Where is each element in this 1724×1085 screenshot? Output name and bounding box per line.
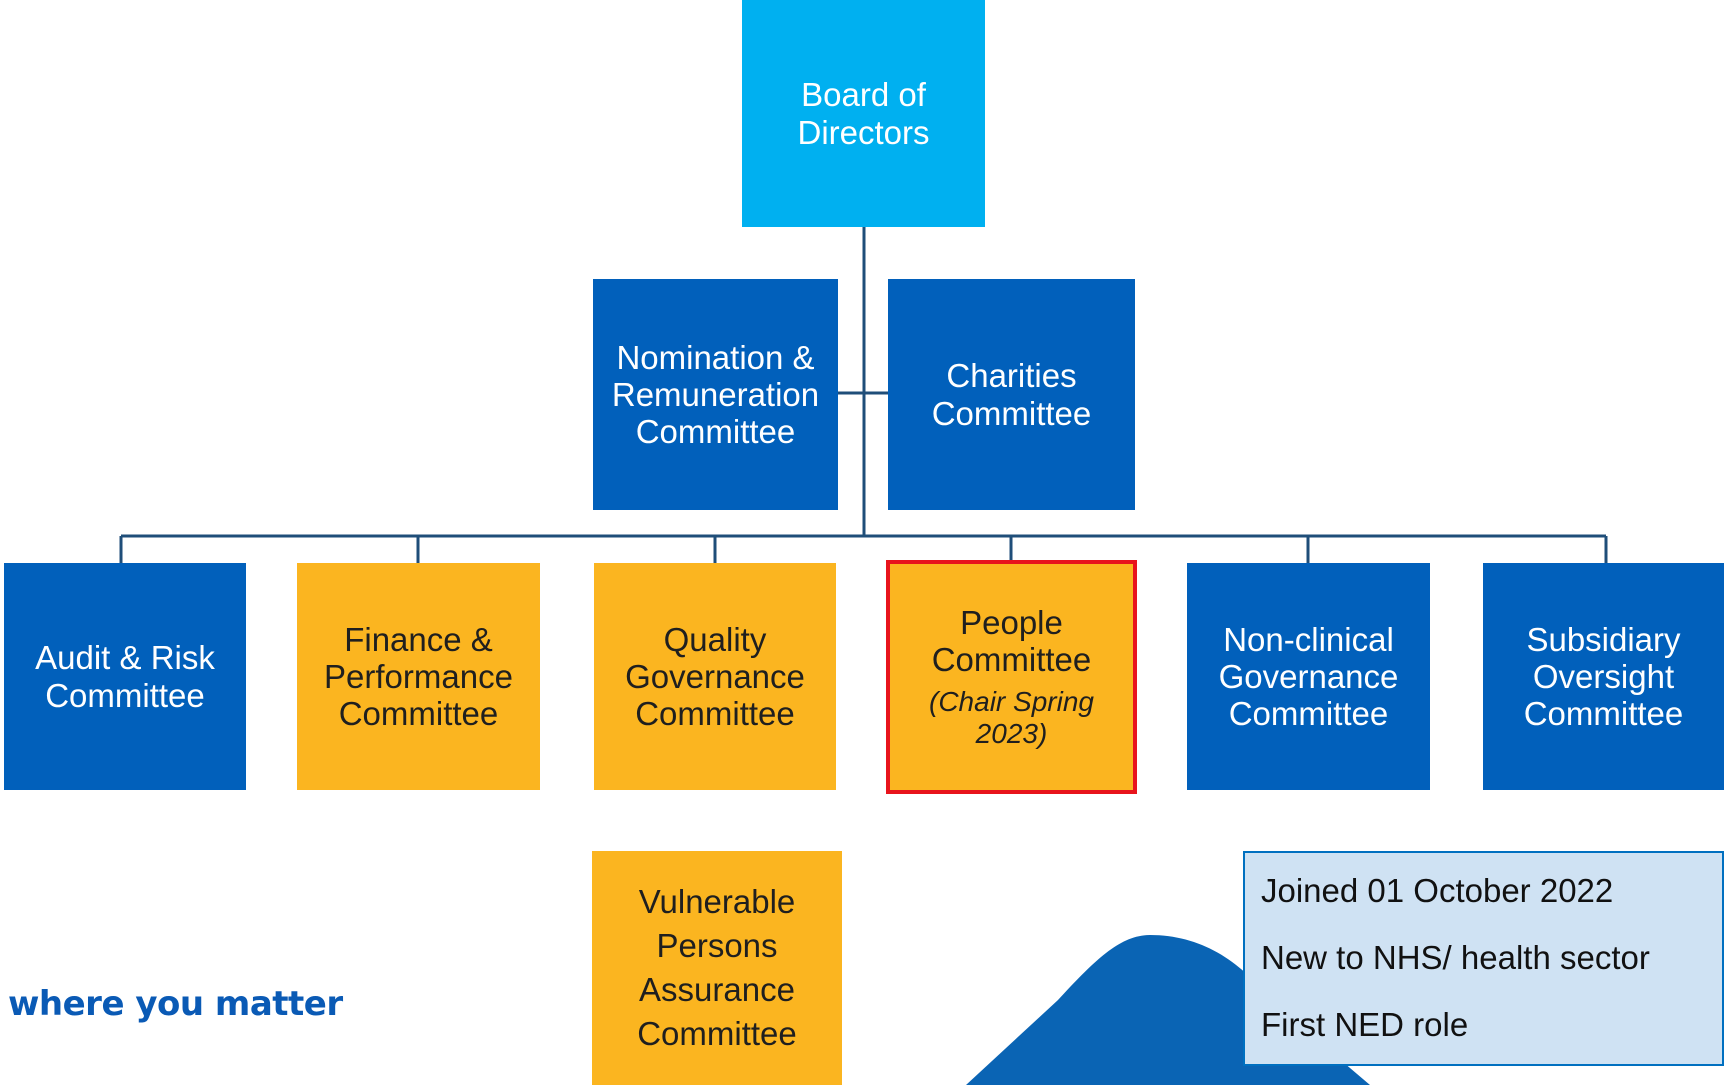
non-clinical-line-1: Non-clinical (1223, 620, 1394, 658)
info-item-new-to-nhs: New to NHS/ health sector (1261, 939, 1650, 976)
info-item-first-ned-role: First NED role (1261, 1006, 1469, 1043)
charities-line-2: Committee (931, 394, 1092, 432)
finance-line-2: Performance (324, 657, 513, 695)
audit-line-1: Audit & Risk (35, 639, 215, 677)
board-line-1: Board of (801, 76, 926, 114)
subsidiary-oversight-committee-box: Subsidiary Oversight Committee (1483, 563, 1724, 790)
finance-line-1: Finance & (344, 620, 493, 658)
charities-line-1: Charities (946, 357, 1077, 395)
charities-committee-box: Charities Committee (888, 279, 1135, 510)
quality-line-3: Committee (635, 695, 795, 733)
quality-line-1: Quality (663, 620, 767, 658)
quality-line-2: Governance (625, 657, 805, 695)
nomination-line-2: Remuneration (611, 375, 820, 413)
non-clinical-line-3: Committee (1228, 695, 1389, 733)
finance-performance-committee-box: Finance & Performance Committee (297, 563, 540, 790)
vulnerable-line-3: Assurance (639, 971, 795, 1008)
people-committee-box: People Committee (Chair Spring 2023) (886, 560, 1137, 794)
audit-risk-committee-box: Audit & Risk Committee (4, 563, 246, 790)
nomination-remuneration-committee-box: Nomination & Remuneration Committee (593, 279, 838, 510)
people-note-line-1: (Chair Spring (929, 686, 1094, 718)
info-panel: Joined 01 October 2022 New to NHS/ healt… (1243, 851, 1724, 1066)
board-of-directors-box: Board of Directors (742, 0, 985, 227)
non-clinical-governance-committee-box: Non-clinical Governance Committee (1187, 563, 1430, 790)
subsidiary-line-2: Oversight (1532, 657, 1675, 695)
subsidiary-line-3: Committee (1523, 695, 1684, 733)
vulnerable-persons-assurance-committee-box: Vulnerable Persons Assurance Committee (592, 851, 842, 1085)
audit-line-2: Committee (45, 676, 205, 714)
people-note-line-2: 2023) (975, 718, 1048, 750)
people-line-2: Committee (931, 640, 1092, 678)
info-item-joined: Joined 01 October 2022 (1261, 872, 1614, 909)
nomination-line-3: Committee (635, 413, 796, 451)
vulnerable-line-4: Committee (637, 1014, 797, 1052)
vulnerable-line-2: Persons (656, 927, 778, 965)
board-line-2: Directors (797, 113, 930, 151)
quality-governance-committee-box: Quality Governance Committee (594, 563, 836, 790)
nomination-line-1: Nomination & (616, 338, 815, 376)
tagline: where you matter (8, 984, 343, 1024)
subsidiary-line-1: Subsidiary (1526, 620, 1681, 658)
vulnerable-line-1: Vulnerable (638, 883, 796, 921)
non-clinical-line-2: Governance (1218, 657, 1399, 695)
finance-line-3: Committee (338, 695, 499, 733)
people-chair-note: (Chair Spring 2023) (929, 686, 1094, 750)
people-line-1: People (960, 603, 1063, 641)
